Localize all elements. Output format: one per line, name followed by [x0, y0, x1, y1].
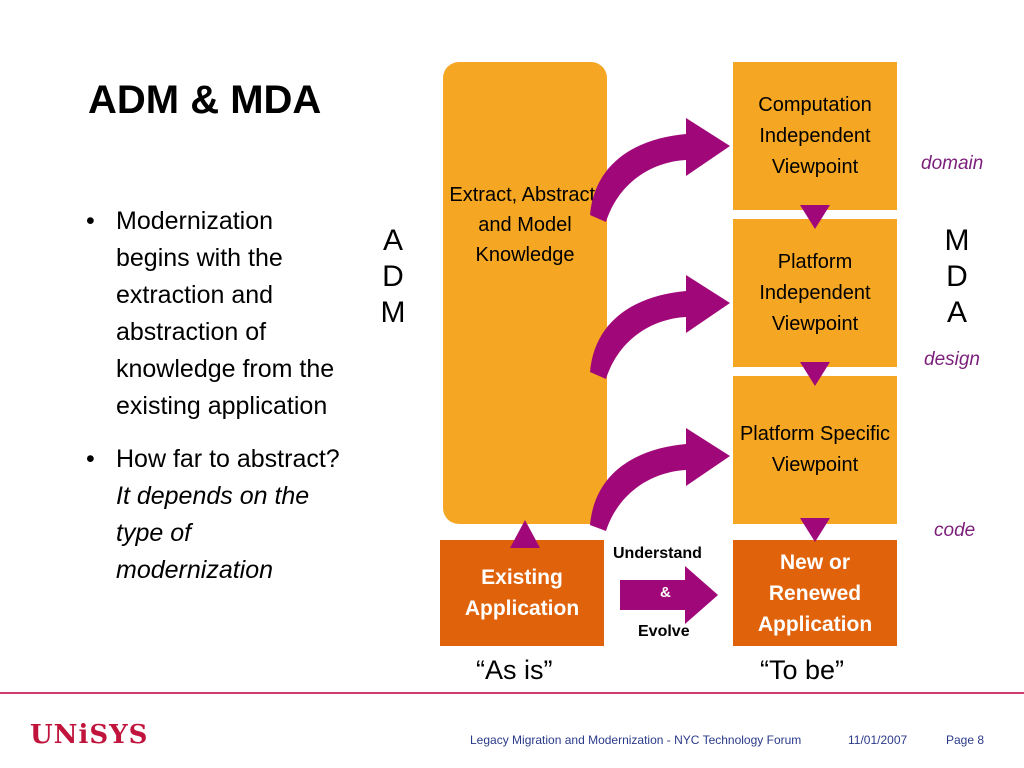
bullet-dot-icon: • — [86, 445, 95, 473]
slide-title: ADM & MDA — [88, 78, 322, 122]
existing-application-box: Existing Application — [440, 540, 604, 646]
bullet-dot-icon: • — [86, 207, 95, 235]
bullet-list: • Modernization begins with the extracti… — [86, 203, 348, 605]
mda-acronym: M D A — [942, 223, 972, 331]
up-arrow-existing-extract-icon — [510, 520, 540, 548]
design-label: design — [924, 349, 980, 370]
curved-arrow-to-pim-icon — [590, 275, 730, 379]
adm-letter-m: M — [380, 296, 406, 329]
mda-letter-a: A — [946, 296, 967, 329]
pim-box: Platform Independent Viewpoint — [733, 219, 897, 367]
to-be-label: “To be” — [760, 655, 845, 685]
curved-arrow-to-cim-icon — [590, 118, 730, 222]
bullet-item-2: • How far to abstract? It depends on the… — [86, 441, 348, 589]
cim-box: Computation Independent Viewpoint — [733, 62, 897, 210]
mda-letter-d: D — [946, 260, 968, 293]
existing-application-label: Existing Application — [464, 566, 580, 620]
code-label: code — [934, 520, 976, 541]
bullet-2-text: How far to abstract? — [116, 445, 340, 473]
mda-letter-m: M — [944, 224, 970, 257]
bullet-item-1: • Modernization begins with the extracti… — [86, 203, 348, 425]
down-arrow-pim-psm-icon — [800, 362, 830, 386]
footer-page-number: Page 8 — [946, 733, 985, 747]
psm-box: Platform Specific Viewpoint — [733, 376, 897, 524]
bullet-2-italic: It depends on the type of modernization — [116, 482, 310, 584]
adm-acronym: A D M — [378, 223, 408, 331]
new-application-box: New or Renewed Application — [733, 540, 897, 646]
unisys-logo: UNiSYS — [30, 720, 149, 750]
footer-title: Legacy Migration and Modernization - NYC… — [470, 733, 802, 747]
down-arrow-cim-pim-icon — [800, 205, 830, 229]
as-is-label: “As is” — [476, 655, 553, 685]
footer-divider — [0, 692, 1024, 694]
understand-evolve-arrow-icon — [620, 566, 718, 624]
evolve-label: Evolve — [638, 623, 690, 640]
footer-date: 11/01/2007 — [848, 733, 908, 747]
pim-label: Platform Independent Viewpoint — [759, 250, 871, 335]
ampersand-label: & — [660, 584, 671, 601]
domain-label: domain — [921, 153, 984, 174]
down-arrow-psm-new-icon — [800, 518, 830, 542]
adm-letter-d: D — [382, 260, 404, 293]
psm-label: Platform Specific Viewpoint — [739, 423, 891, 476]
bullet-1-text: Modernization begins with the extraction… — [116, 207, 335, 420]
curved-arrow-to-psm-icon — [590, 428, 730, 531]
cim-label: Computation Independent Viewpoint — [758, 93, 872, 178]
extract-knowledge-box: Extract, Abstract, and Model Knowledge — [443, 62, 607, 524]
extract-knowledge-label: Extract, Abstract, and Model Knowledge — [449, 184, 601, 266]
adm-letter-a: A — [382, 224, 403, 257]
understand-label: Understand — [613, 545, 702, 562]
new-application-label: New or Renewed Application — [757, 550, 873, 636]
